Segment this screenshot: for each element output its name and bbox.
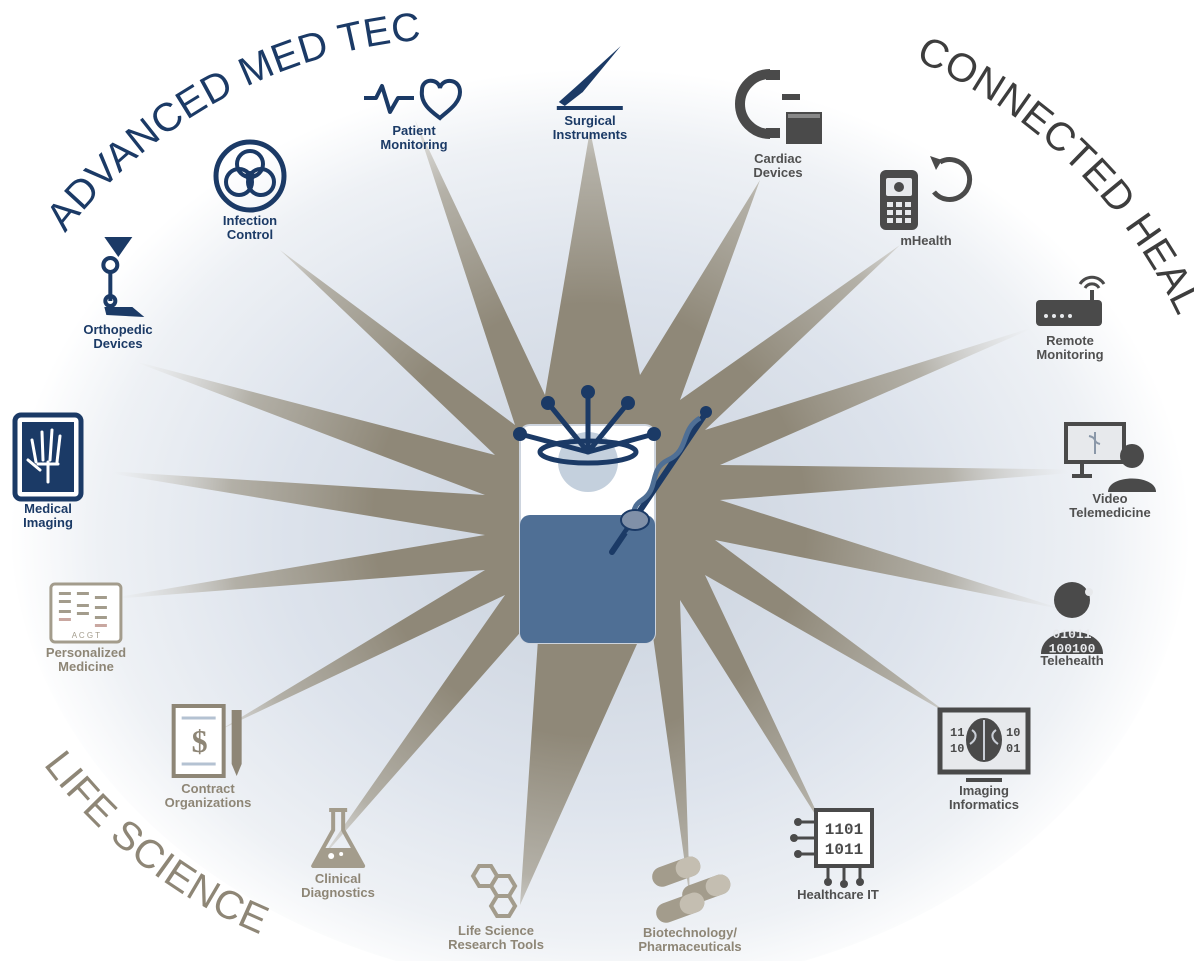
node-label: Healthcare IT [797, 887, 879, 902]
flask-icon [311, 808, 365, 868]
node-cardiac-devices[interactable]: Cardiac Devices [730, 68, 826, 180]
node-clinical-diagnostics[interactable]: Clinical Diagnostics [301, 806, 375, 900]
node-remote-monitoring[interactable]: Remote Monitoring [1032, 262, 1108, 362]
node-mhealth[interactable]: mHealth [878, 148, 974, 248]
node-medical-imaging[interactable]: Medical Imaging [12, 412, 84, 530]
node-video-telemedicine[interactable]: Video Telemedicine [1062, 420, 1158, 520]
video-call-icon [1064, 422, 1156, 492]
node-label: Imaging Informatics [948, 783, 1020, 812]
node-biotechnology-pharmaceuticals[interactable]: Biotechnology/ Pharmaceuticals [638, 850, 742, 954]
node-label: Video Telemedicine [1069, 491, 1151, 520]
node-label: Telehealth [1040, 653, 1104, 668]
brain-scan-monitor-icon: 11 10 10 01 [937, 707, 1031, 782]
c-arm-icon [735, 69, 822, 144]
xray-hand-icon [12, 412, 84, 502]
svg-text:1011: 1011 [825, 841, 863, 859]
node-infection-control[interactable]: Infection Control [212, 138, 288, 242]
node-label: Personalized Medicine [45, 645, 127, 674]
svg-text:1101: 1101 [825, 821, 863, 839]
node-label: Life Science Research Tools [448, 923, 544, 952]
contract-pen-icon: $ [172, 704, 242, 778]
node-contract-organizations[interactable]: $ Contract Organizations [164, 702, 252, 810]
node-label: mHealth [900, 233, 952, 248]
node-label: Surgical Instruments [552, 113, 628, 142]
svg-text:A C G T: A C G T [72, 631, 100, 640]
node-label: Medical Imaging [23, 501, 73, 530]
node-label: Infection Control [222, 213, 278, 242]
capsules-icon [651, 856, 731, 923]
node-label: Orthopedic Devices [83, 322, 153, 351]
svg-text:01: 01 [1006, 742, 1020, 756]
caduceus-icon [609, 406, 712, 555]
dna-sequence-icon: A C G T [49, 582, 123, 644]
biohazard-icon [213, 139, 287, 213]
node-personalized-medicine[interactable]: A C G T Personalized Medicine [46, 582, 126, 674]
node-label: Patient Monitoring [380, 123, 448, 152]
heartbeat-icon [364, 78, 463, 121]
node-label: Contract Organizations [164, 781, 252, 810]
node-life-science-research-tools[interactable]: Life Science Research Tools [448, 862, 544, 952]
node-orthopedic-devices[interactable]: Orthopedic Devices [83, 235, 153, 351]
prosthetic-leg-icon [101, 237, 144, 317]
patient-bed-icon [513, 385, 661, 644]
node-label: Biotechnology/ Pharmaceuticals [638, 925, 742, 954]
svg-text:10: 10 [1006, 726, 1020, 740]
svg-text:10: 10 [950, 742, 964, 756]
wireless-router-icon [1036, 275, 1106, 326]
circuit-chip-icon: 1101 1011 [790, 808, 874, 888]
node-label: Clinical Diagnostics [301, 871, 375, 900]
molecule-hexagon-icon [470, 864, 518, 918]
svg-text:$: $ [192, 723, 208, 759]
node-label: Remote Monitoring [1036, 333, 1104, 362]
svg-text:11: 11 [950, 726, 964, 740]
node-label: Cardiac Devices [753, 151, 803, 180]
scalpel-icon [557, 46, 623, 110]
node-patient-monitoring[interactable]: Patient Monitoring [362, 78, 466, 152]
node-healthcare-it[interactable]: 1101 1011 Healthcare IT [788, 804, 888, 902]
mobile-phone-icon [880, 156, 973, 230]
node-imaging-informatics[interactable]: 11 10 10 01 Imaging Informatics [936, 706, 1032, 812]
node-surgical-instruments[interactable]: Surgical Instruments [553, 42, 627, 142]
